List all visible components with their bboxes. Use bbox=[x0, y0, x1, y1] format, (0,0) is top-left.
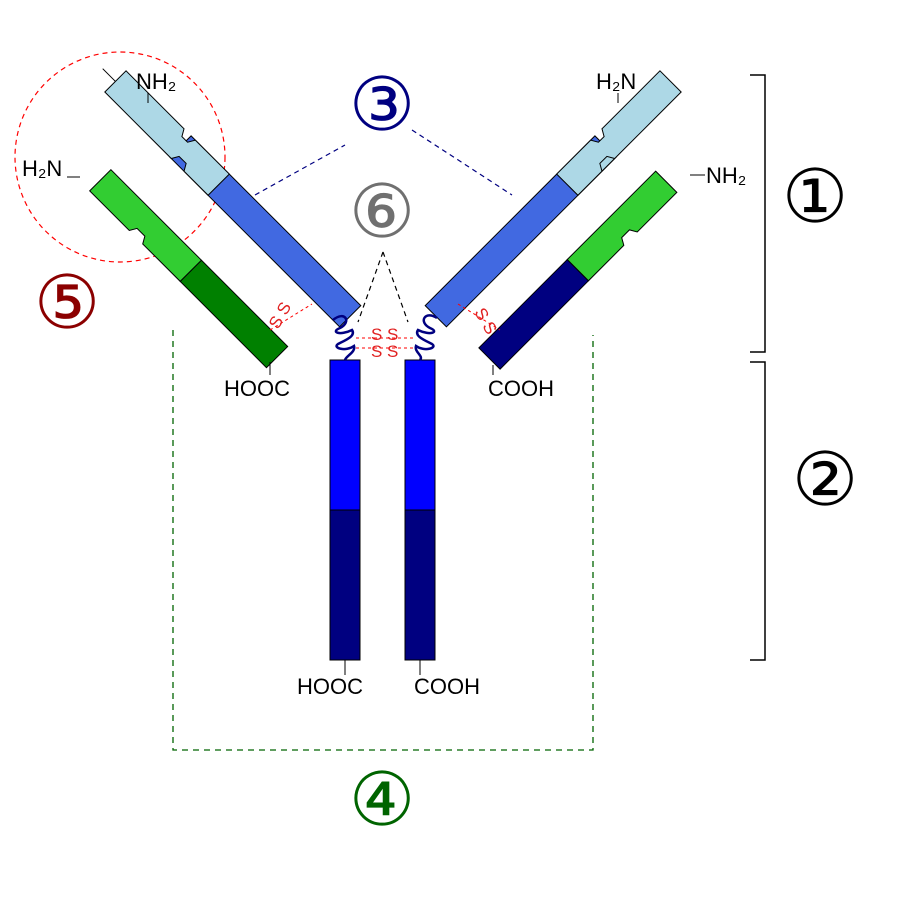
left-heavy-ch3 bbox=[329, 509, 361, 661]
label-hooc-left-arm: HOOC bbox=[224, 376, 290, 401]
left-light-chain bbox=[88, 168, 289, 369]
marker-3: ③ bbox=[349, 62, 415, 148]
left-hinge bbox=[332, 314, 356, 361]
marker-3-leader-left bbox=[254, 144, 346, 196]
disulfide-label-upper: S S bbox=[371, 325, 398, 344]
fc-region-bracket bbox=[172, 330, 594, 751]
marker-4: ④ bbox=[349, 757, 415, 843]
left-heavy-chain-arm bbox=[102, 68, 362, 328]
left-light-heavy-disulfide: S S bbox=[265, 299, 313, 332]
label-cooh-stem: COOH bbox=[414, 674, 480, 699]
disulfide-label-left: S S bbox=[265, 299, 295, 332]
right-hinge bbox=[414, 314, 438, 361]
right-heavy-variable-region bbox=[556, 70, 682, 196]
paratope-circle bbox=[14, 51, 226, 263]
fab-bracket bbox=[750, 74, 766, 353]
marker-6: ⑥ bbox=[349, 169, 415, 255]
marker-2: ② bbox=[792, 437, 858, 523]
right-heavy-ch3 bbox=[404, 509, 436, 661]
right-light-chain bbox=[478, 170, 678, 370]
label-cooh-right-arm: COOH bbox=[488, 376, 554, 401]
right-light-variable bbox=[566, 170, 678, 282]
marker-3-leader-right bbox=[411, 129, 513, 196]
marker-5: ⑤ bbox=[34, 260, 100, 346]
inter-heavy-disulfide-bonds: S S S S bbox=[356, 325, 416, 361]
marker-6-leader-left bbox=[357, 251, 384, 323]
label-h2n-left: H₂N bbox=[22, 156, 62, 181]
marker-6-leader-right bbox=[382, 251, 409, 323]
marker-1: ① bbox=[782, 154, 848, 240]
left-light-variable bbox=[88, 168, 203, 283]
label-h2n-top-right: H₂N bbox=[596, 69, 636, 94]
right-heavy-ch2 bbox=[404, 359, 436, 511]
left-heavy-variable-region bbox=[104, 70, 230, 196]
label-nh2-right: NH₂ bbox=[706, 163, 746, 188]
fc-bracket bbox=[750, 361, 766, 661]
right-heavy-chain-arm bbox=[424, 70, 682, 328]
left-heavy-ch2 bbox=[329, 359, 361, 511]
label-hooc-stem: HOOC bbox=[297, 674, 363, 699]
disulfide-label-lower: S S bbox=[371, 342, 398, 361]
label-nh2-top-left: NH₂ bbox=[136, 69, 176, 94]
